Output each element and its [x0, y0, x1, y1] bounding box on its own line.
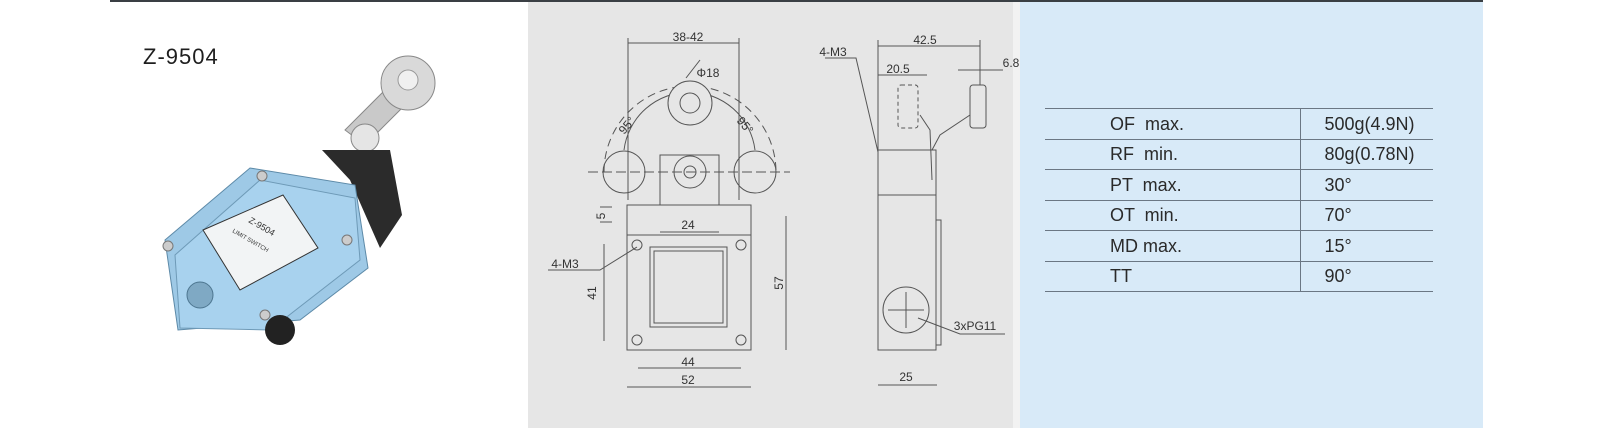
- roller-arm: [344, 55, 436, 153]
- actuator-head: [322, 150, 402, 248]
- spec-param: RF min.: [1045, 138, 1301, 170]
- svg-text:5: 5: [594, 212, 608, 219]
- panel-divider: [1013, 2, 1020, 428]
- table-row: MD max.15°: [1045, 230, 1433, 262]
- spec-param: OT min.: [1045, 199, 1301, 231]
- front-view: [548, 38, 790, 388]
- svg-text:4-M3: 4-M3: [819, 45, 847, 59]
- svg-text:20.5: 20.5: [886, 62, 910, 76]
- spec-value: 80g(0.78N): [1300, 138, 1433, 170]
- spec-value: 90°: [1300, 260, 1433, 292]
- nameplate: [202, 194, 319, 291]
- spec-value: 70°: [1300, 199, 1433, 231]
- table-row: RF min.80g(0.78N): [1045, 138, 1433, 170]
- table-row: OF max.500g(4.9N): [1045, 108, 1433, 140]
- spec-param: MD max.: [1045, 230, 1301, 262]
- product-photo: Z-9504 LIMIT SWITCH: [162, 55, 436, 345]
- spec-value: 500g(4.9N): [1300, 108, 1433, 140]
- conduit-port: [186, 281, 214, 309]
- table-row: OT min.70°: [1045, 199, 1433, 231]
- table-row: PT max.30°: [1045, 169, 1433, 201]
- svg-text:52: 52: [681, 373, 695, 387]
- dimension-drawing-panel: [528, 2, 1013, 428]
- svg-text:95°: 95°: [734, 114, 757, 137]
- spec-value: 30°: [1300, 169, 1433, 201]
- spec-value: 15°: [1300, 230, 1433, 262]
- svg-text:38-42: 38-42: [673, 30, 704, 44]
- svg-text:Φ18: Φ18: [697, 66, 720, 80]
- svg-text:6.8: 6.8: [1003, 56, 1020, 70]
- model-title: Z-9504: [143, 44, 219, 69]
- side-view: [825, 40, 1005, 386]
- svg-text:3xPG11: 3xPG11: [954, 319, 997, 333]
- svg-text:42.5: 42.5: [913, 33, 937, 47]
- spec-param: TT: [1045, 260, 1301, 292]
- svg-text:4-M3: 4-M3: [551, 257, 579, 271]
- svg-text:25: 25: [899, 370, 913, 384]
- svg-text:44: 44: [681, 355, 695, 369]
- spec-param: OF max.: [1045, 108, 1301, 140]
- svg-text:57: 57: [772, 276, 786, 290]
- cable-gland-cap: [265, 315, 295, 345]
- top-border: [110, 0, 1483, 2]
- svg-text:95°: 95°: [616, 114, 639, 137]
- spec-table: OF max.500g(4.9N) RF min.80g(0.78N) PT m…: [1045, 108, 1433, 292]
- svg-text:41: 41: [585, 286, 599, 300]
- svg-text:24: 24: [681, 218, 695, 232]
- spec-param: PT max.: [1045, 169, 1301, 201]
- dimension-drawing: 38-42 Φ18 95° 95° 5 24 4-M3 41 57 44 52 …: [548, 30, 1020, 388]
